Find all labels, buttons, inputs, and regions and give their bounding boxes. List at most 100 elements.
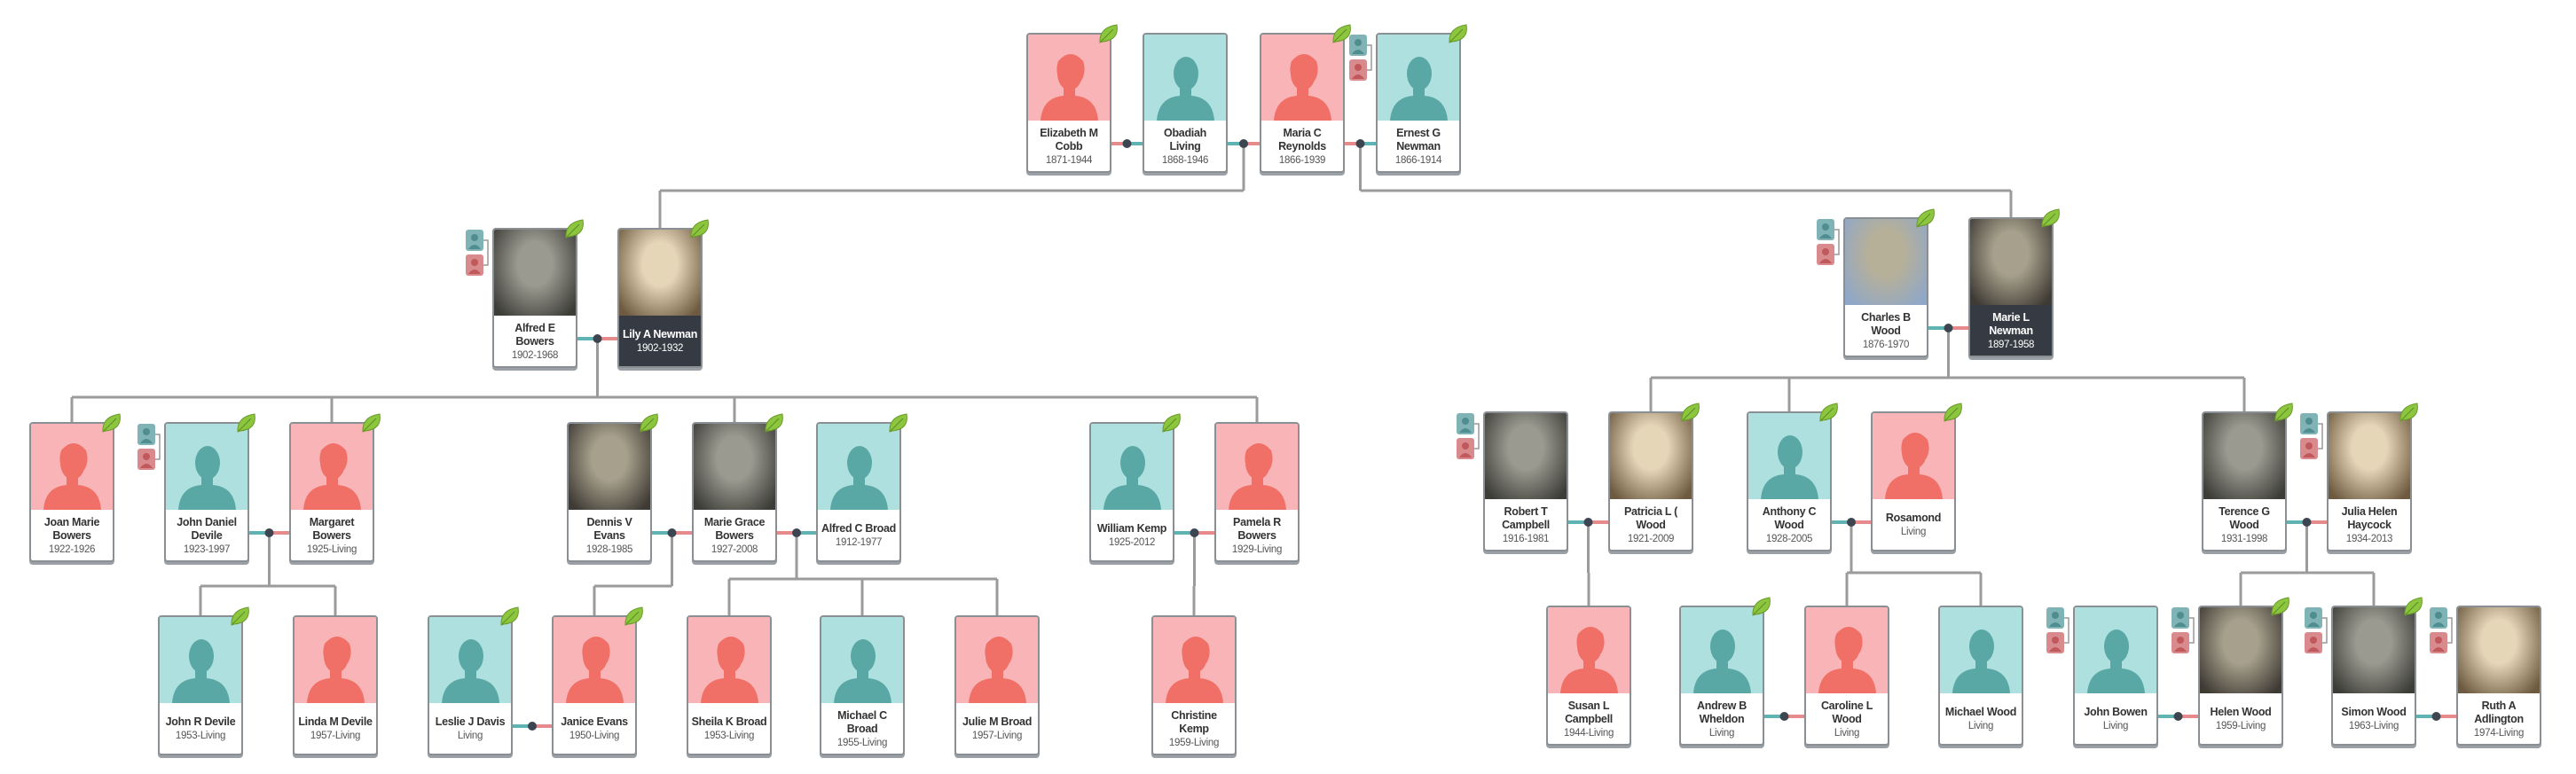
person-card[interactable]: Michael C Broad 1955-Living [820,615,905,755]
person-card[interactable]: Maria C Reynolds 1866-1939 [1260,24,1351,173]
person-card[interactable]: John Bowen Living [2046,606,2158,746]
person-card[interactable]: Rosamond Living [1871,403,1962,551]
person-info: Andrew B Wheldon Living [1681,693,1763,744]
person-name: Simon Wood [2341,706,2407,718]
hint-leaf-icon[interactable] [763,411,786,434]
person-name: Patricia L ( Wood [1623,504,1678,531]
hint-leaf-icon[interactable] [1750,595,1773,618]
person-card[interactable]: Dennis V Evans 1928-1985 [567,413,658,562]
hint-leaf-icon[interactable] [1331,22,1354,45]
marriage-dot [264,528,274,537]
hint-leaf-icon[interactable] [2273,401,2296,424]
show-parents-icon[interactable] [1817,219,1840,269]
person-card[interactable]: Michael Wood Living [1938,606,2023,746]
female-silhouette-icon [1548,607,1630,693]
person-card[interactable]: Andrew B Wheldon Living [1679,597,1771,746]
person-card[interactable]: William Kemp 1925-2012 [1089,413,1181,562]
person-info: John Daniel Devile 1923-1997 [166,510,247,560]
person-card[interactable]: Joan Marie Bowers 1922-1926 [29,413,121,562]
hint-leaf-icon[interactable] [235,411,258,434]
person-card[interactable]: Margaret Bowers 1925-Living [289,413,381,562]
show-parents-icon[interactable] [2172,607,2195,657]
person-card[interactable]: Robert T Campbell 1916-1981 [1457,411,1568,551]
hint-leaf-icon[interactable] [1679,401,1702,424]
person-name: Linda M Devile [298,715,373,728]
person-card[interactable]: Julie M Broad 1957-Living [954,615,1040,755]
show-parents-icon[interactable] [1457,413,1480,463]
person-dates: 1955-Living [836,737,888,748]
marriage-dot [1583,518,1593,527]
hint-leaf-icon[interactable] [563,217,586,240]
hint-leaf-icon[interactable] [1942,401,1965,424]
person-card[interactable]: Alfred E Bowers 1902-1968 [466,219,584,368]
person-dates: 1934-2013 [2345,533,2393,544]
hint-leaf-icon[interactable] [2402,595,2425,618]
person-card[interactable]: Helen Wood 1959-Living [2172,597,2289,746]
hint-leaf-icon[interactable] [2398,401,2421,424]
person-name: Ernest G Newman [1396,126,1441,152]
show-parents-icon[interactable] [137,424,161,473]
person-card[interactable]: Sheila K Broad 1953-Living [687,615,772,755]
hint-leaf-icon[interactable] [499,605,522,628]
person-card[interactable]: Elizabeth M Cobb 1871-1944 [1026,24,1118,173]
person-card[interactable]: John R Devile 1953-Living [158,606,249,755]
person-dates: Living [1834,727,1860,739]
hint-leaf-icon[interactable] [100,411,123,434]
person-card[interactable]: Ernest G Newman 1866-1914 [1349,24,1467,173]
hint-leaf-icon[interactable] [1097,22,1120,45]
person-card[interactable]: Caroline L Wood Living [1804,606,1889,746]
person-name: Maria C Reynolds [1278,126,1326,152]
show-parents-icon[interactable] [2046,607,2069,657]
hint-leaf-icon[interactable] [1160,411,1183,434]
person-card[interactable]: Lily A Newman 1902-1932 [617,219,709,368]
person-info: Maria C Reynolds 1866-1939 [1261,121,1343,171]
show-parents-icon[interactable] [2300,413,2323,463]
person-card[interactable]: Alfred C Broad 1912-1977 [816,413,907,562]
hint-leaf-icon[interactable] [1914,207,1937,230]
hint-leaf-icon[interactable] [229,605,252,628]
person-card[interactable]: Obadiah Living 1868-1946 [1143,33,1228,173]
show-parents-icon[interactable] [1349,35,1372,84]
person-card[interactable]: Terence G Wood 1931-1998 [2202,403,2293,551]
show-parents-icon[interactable] [466,230,489,279]
person-info: William Kemp 1925-2012 [1091,510,1173,560]
person-name: Marie Grace Bowers [703,515,766,542]
person-dates: 1928-2005 [1765,533,1813,544]
hint-leaf-icon[interactable] [2269,595,2292,618]
hint-leaf-icon[interactable] [1818,401,1841,424]
person-card[interactable]: Leslie J Davis Living [428,606,519,755]
person-card[interactable]: Anthony C Wood 1928-2005 [1747,403,1838,551]
hint-leaf-icon[interactable] [360,411,383,434]
person-card[interactable]: Patricia L ( Wood 1921-2009 [1608,403,1700,551]
hint-leaf-icon[interactable] [1447,22,1470,45]
person-card[interactable]: Simon Wood 1963-Living [2305,597,2423,746]
person-card[interactable]: Pamela R Bowers 1929-Living [1214,422,1300,562]
person-card[interactable]: Janice Evans 1950-Living [552,606,643,755]
person-dates: Living [2102,721,2129,731]
person-dates: 1866-1914 [1394,154,1442,166]
male-silhouette-icon [160,617,241,703]
female-silhouette-icon [1216,424,1298,510]
person-card[interactable]: Marie L Newman 1897-1958 [1968,208,2060,357]
person-card[interactable]: Christine Kemp 1959-Living [1151,615,1237,755]
person-card[interactable]: Linda M Devile 1957-Living [293,615,378,755]
hint-leaf-icon[interactable] [638,411,661,434]
hint-leaf-icon[interactable] [2039,207,2062,230]
person-card[interactable]: John Daniel Devile 1923-1997 [137,413,255,562]
show-parents-icon[interactable] [2430,607,2453,657]
person-card[interactable]: Susan L Campbell 1944-Living [1546,606,1631,746]
show-parents-icon[interactable] [2305,607,2328,657]
hint-leaf-icon[interactable] [688,217,711,240]
hint-leaf-icon[interactable] [623,605,646,628]
marriage-dot [667,528,677,537]
person-card[interactable]: Ruth A Adlington 1974-Living [2430,606,2541,746]
male-silhouette-icon [821,617,903,703]
female-silhouette-icon [1261,35,1343,121]
person-info: Obadiah Living 1868-1946 [1144,121,1226,171]
person-card[interactable]: Marie Grace Bowers 1927-2008 [692,413,783,562]
person-card[interactable]: Charles B Wood 1876-1970 [1817,208,1935,357]
person-info: Simon Wood 1963-Living [2333,693,2415,744]
person-dates: 1902-1932 [636,343,684,354]
person-card[interactable]: Julia Helen Haycock 1934-2013 [2300,403,2418,551]
hint-leaf-icon[interactable] [887,411,910,434]
